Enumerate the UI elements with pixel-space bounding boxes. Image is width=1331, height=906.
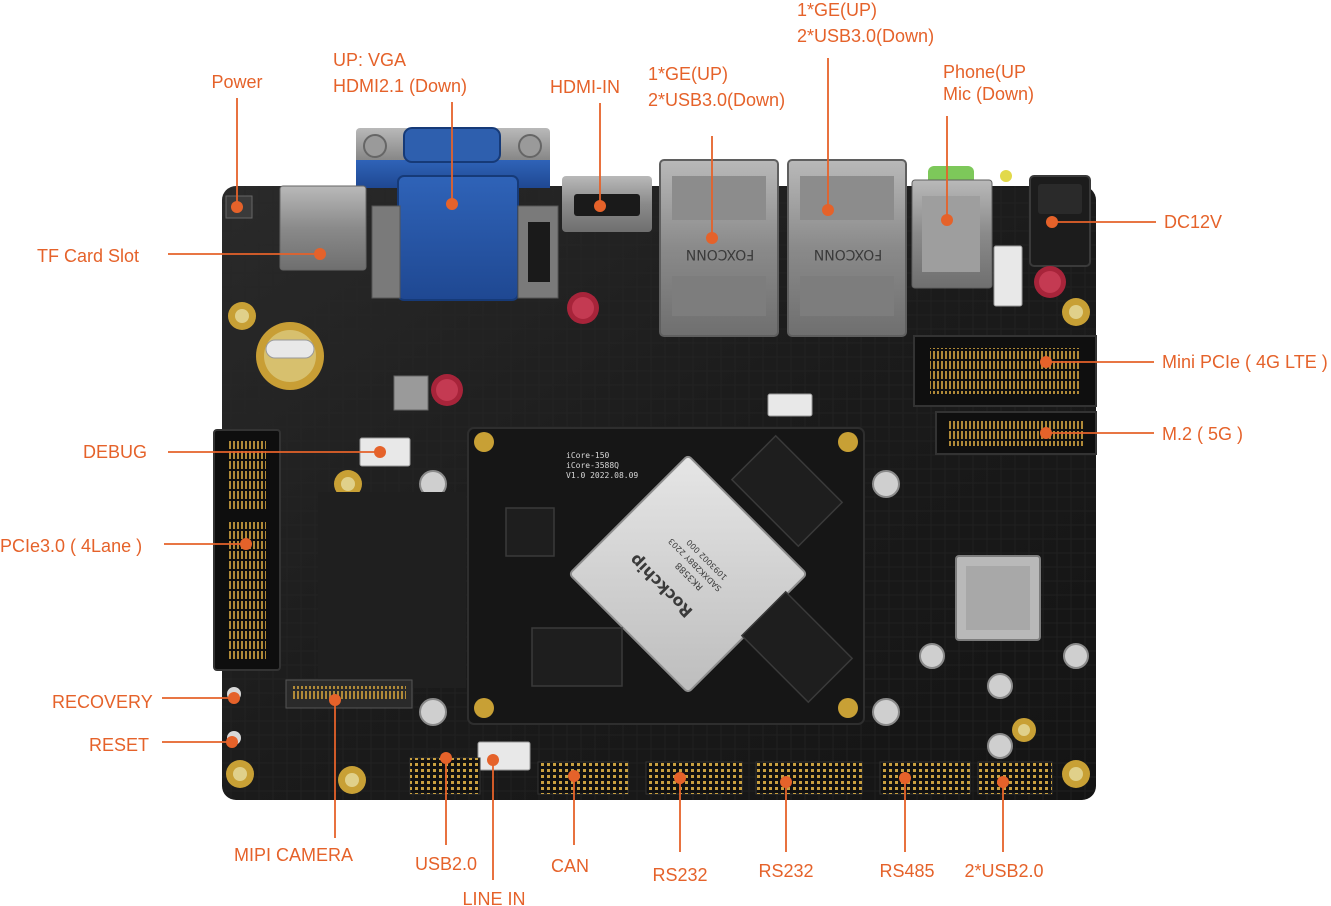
bottom-pin-headers (409, 757, 1053, 795)
leader-dot (941, 214, 953, 226)
callout-ge-usb3-a: 1*GE(UP) 2*USB3.0(Down) (648, 64, 785, 244)
callout-label: RESET (89, 735, 149, 755)
leader-dot (228, 692, 240, 704)
callout-label: HDMI-IN (550, 77, 620, 97)
mini-pcie-slot (913, 335, 1097, 407)
leader-dot (706, 232, 718, 244)
callout-label: M.2 ( 5G ) (1162, 424, 1243, 444)
leader-dot (314, 248, 326, 260)
callout-dc12v: DC12V (1046, 212, 1222, 232)
callout-rs232-b: RS232 (758, 776, 814, 881)
svg-text:V1.0 2022.08.09: V1.0 2022.08.09 (566, 471, 638, 480)
callout-can: CAN (551, 770, 589, 876)
callout-label: Mic (Down) (943, 84, 1034, 104)
ethernet-usb3-connector-2: FOXCONN (787, 159, 907, 337)
svg-text:iCore-150: iCore-150 (566, 451, 610, 460)
callout-usb2-x2: 2*USB2.0 (964, 776, 1044, 881)
audio-jack-connector (911, 166, 993, 289)
svg-text:FOXCONN: FOXCONN (686, 246, 755, 262)
callout-label: 2*USB3.0(Down) (648, 90, 785, 110)
callout-label: TF Card Slot (37, 246, 139, 266)
callout-label: 1*GE(UP) (797, 0, 877, 20)
callout-tf-card: TF Card Slot (37, 246, 326, 266)
callout-pcie: PCIe3.0 ( 4Lane ) (0, 536, 252, 556)
callout-label: UP: VGA (333, 50, 406, 70)
leader-dot (446, 198, 458, 210)
dc-jack-connector (1000, 170, 1091, 267)
callout-vga-hdmi: UP: VGA HDMI2.1 (Down) (333, 50, 467, 210)
callout-label: MIPI CAMERA (234, 845, 353, 865)
callout-label: Mini PCIe ( 4G LTE ) (1162, 352, 1328, 372)
callout-label: PCIe3.0 ( 4Lane ) (0, 536, 142, 556)
callout-label: RS232 (652, 865, 707, 885)
callout-label: Phone(UP (943, 62, 1026, 82)
callout-ge-usb3-b: 1*GE(UP) 2*USB3.0(Down) (797, 0, 934, 216)
pcie-slot (213, 429, 281, 671)
callout-label: RECOVERY (52, 692, 153, 712)
leader-dot (594, 200, 606, 212)
callout-label: 2*USB3.0(Down) (797, 26, 934, 46)
leader-dot (997, 776, 1009, 788)
mipi-camera-connector (285, 679, 413, 709)
leader-dot (231, 201, 243, 213)
callout-label: RS232 (758, 861, 813, 881)
callout-mini-pcie: Mini PCIe ( 4G LTE ) (1040, 352, 1328, 372)
callout-label: DC12V (1164, 212, 1222, 232)
leader-dot (240, 538, 252, 550)
leader-dot (374, 446, 386, 458)
leader-dot (780, 776, 792, 788)
leader-dot (226, 736, 238, 748)
callout-rs485: RS485 (879, 772, 935, 881)
callout-usb2: USB2.0 (415, 752, 477, 874)
callout-hdmi-in: HDMI-IN (550, 77, 620, 212)
leader-dot (1040, 427, 1052, 439)
leader-dot (899, 772, 911, 784)
standoffs (419, 470, 1089, 759)
hdmi-output-connector (371, 205, 559, 299)
leader-dot (1040, 356, 1052, 368)
coin-battery (256, 322, 324, 390)
leader-dot (487, 754, 499, 766)
callout-mipi-camera: MIPI CAMERA (234, 694, 353, 865)
leader-dot (329, 694, 341, 706)
callout-label: RS485 (879, 861, 934, 881)
callout-recovery: RECOVERY (52, 692, 240, 712)
callout-label: HDMI2.1 (Down) (333, 76, 467, 96)
capacitors (393, 266, 1066, 411)
callout-label: 2*USB2.0 (964, 861, 1043, 881)
callout-label: 1*GE(UP) (648, 64, 728, 84)
tf-card-slot (279, 185, 367, 271)
callout-m2: M.2 ( 5G ) (1040, 424, 1243, 444)
callout-label: DEBUG (83, 442, 147, 462)
callout-line-in: LINE IN (462, 754, 526, 906)
mounting-holes (226, 298, 1090, 794)
hdmi-in-connector (562, 176, 652, 232)
pin-header-region (318, 492, 466, 688)
leader-dot (674, 772, 686, 784)
callout-rs232-a: RS232 (652, 772, 708, 885)
leader-dot (568, 770, 580, 782)
wireless-module (955, 555, 1041, 641)
callout-label: USB2.0 (415, 854, 477, 874)
svg-text:FOXCONN: FOXCONN (814, 246, 883, 262)
callout-debug: DEBUG (83, 442, 386, 462)
callout-label: LINE IN (462, 889, 525, 906)
leader-dot (1046, 216, 1058, 228)
leader-dot (440, 752, 452, 764)
callout-reset: RESET (89, 735, 238, 755)
leader-dot (822, 204, 834, 216)
callout-power: Power (211, 72, 263, 213)
callout-label: CAN (551, 856, 589, 876)
svg-text:iCore-3588Q: iCore-3588Q (566, 461, 619, 470)
callout-label: Power (211, 72, 262, 92)
ram-chips (505, 434, 854, 704)
small-connectors (359, 245, 1023, 771)
ethernet-usb3-connector-1: FOXCONN (659, 159, 779, 337)
